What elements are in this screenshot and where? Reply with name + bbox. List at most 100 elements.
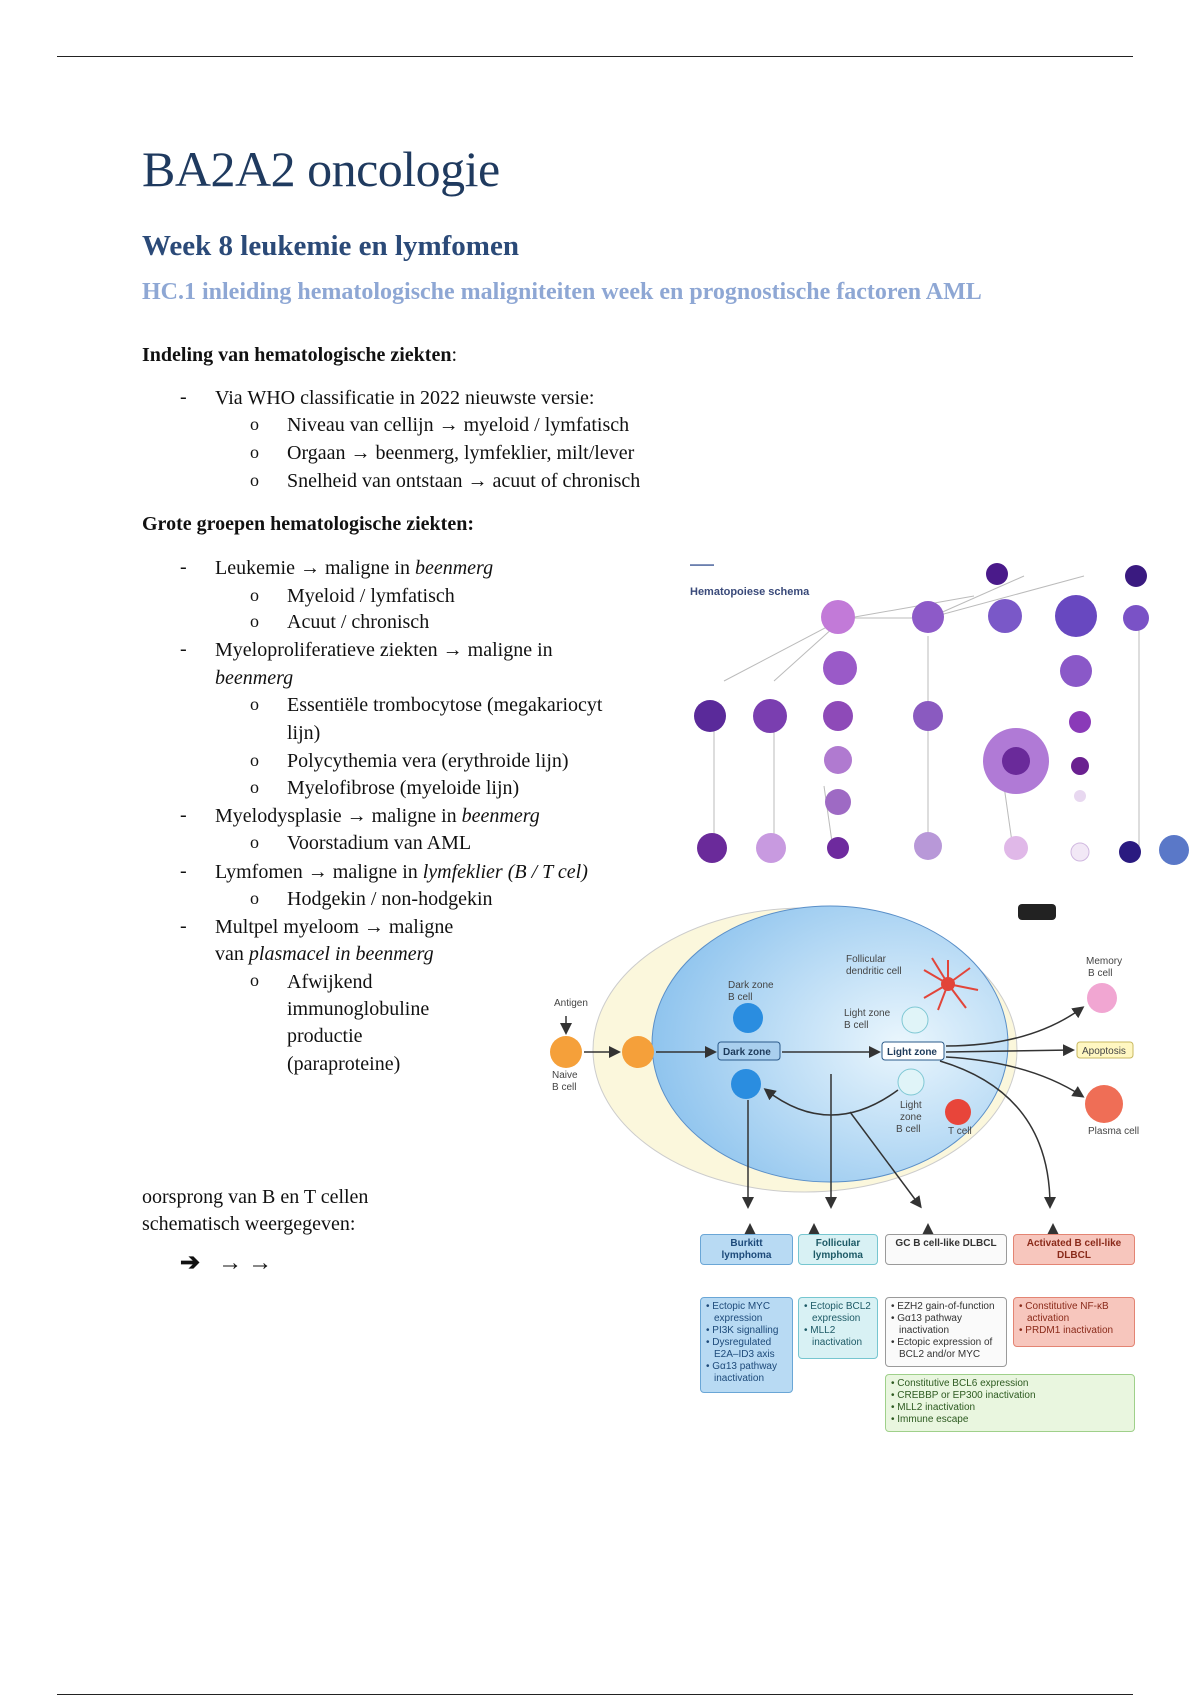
detail-item: Constitutive BCL6 expression [897,1378,1129,1390]
who-bullet: Via WHO classificatie in 2022 nieuwste v… [215,387,595,409]
sub-item: Acuut / chronisch [287,611,430,633]
circle-bullet: o [250,750,259,770]
gcb-dlbcl-details: EZH2 gain-of-function Gα13 pathway inact… [885,1297,1007,1367]
light-zone-b-label-2: B cell [844,1020,868,1031]
circle-bullet: o [250,585,259,605]
sub-item: Snelheid van ontstaan → acuut of chronis… [287,470,641,492]
light-zone-label-small: Light [900,1100,922,1111]
dash-bullet: - [180,556,187,578]
dark-zone-label: Dark zone [723,1047,771,1058]
t-cell [945,1099,971,1125]
detail-item: PI3K signalling [712,1325,787,1337]
detail-item: MLL2 inactivation [810,1325,872,1349]
follicular-dendritic-cell [923,957,979,1011]
dash-bullet: - [180,860,187,882]
circle-bullet: o [250,694,259,714]
light-zone-b-cell [901,1006,929,1034]
detail-item: Gα13 pathway inactivation [897,1313,1001,1337]
lecture-heading: HC.1 inleiding hematologische malignitei… [142,279,982,305]
sub-item: Afwijkend [287,971,373,993]
detail-item: Ectopic BCL2 expression [810,1301,872,1325]
circle-bullet: o [250,414,259,434]
activated-b-cell [622,1036,654,1068]
sub-item: Niveau van cellijn → myeloid / lymfatisc… [287,414,630,436]
detail-item: Ectopic MYC expression [712,1301,787,1325]
week-heading: Week 8 leukemie en lymfomen [142,230,519,262]
burkitt-details: Ectopic MYC expression PI3K signalling D… [700,1297,793,1393]
germinal-center-diagram: Antigen Naive B cell Dark zone B cell Fo… [550,904,1139,1246]
follicular-header: Follicular lymphoma [798,1234,878,1265]
fdc-label-2: dendritic cell [846,966,902,977]
section-groepen-title: Grote groepen hematologische ziekten: [142,513,474,535]
dash-bullet: - [180,386,187,408]
light-zone-label-small-3: B cell [896,1124,920,1135]
figure-title: Hematopoiese schema [690,586,810,598]
memory-label-2: B cell [1088,968,1112,979]
circle-bullet: o [250,888,259,908]
dark-zone-b-cell-2 [731,1069,761,1099]
antigen-label: Antigen [554,998,588,1009]
dark-zone-b-label-2: B cell [728,992,752,1003]
sub-item: Orgaan → beenmerg, lymfeklier, milt/leve… [287,442,635,464]
document-title: BA2A2 oncologie [142,141,500,197]
footer-rule [57,1694,1133,1695]
sub-item: Myelofibrose (myeloide lijn) [287,777,520,799]
hematopoiese-figure: ▬▬▬▬ Hematopoiese schema [684,556,1192,882]
myeloom-bullet-cont: van plasmacel in beenmerg [215,943,434,965]
detail-item: Constitutive NF-κB activation [1025,1301,1129,1325]
sub-item-cont: (paraproteine) [287,1053,401,1075]
detail-item: MLL2 inactivation [897,1402,1129,1414]
fdc-label: Follicular [846,954,887,965]
plasma-label: Plasma cell [1088,1126,1139,1137]
light-zone-label-small-2: zone [900,1112,922,1123]
dash-bullet: - [180,804,187,826]
figure-header-mark: ▬▬▬▬ [690,562,714,568]
t-cell-label: T cell [948,1126,972,1137]
sub-item: Essentiële trombocytose (megakariocyt [287,694,603,716]
plasma-cell [1085,1085,1123,1123]
detail-item: PRDM1 inactivation [1025,1325,1129,1337]
apoptosis-label: Apoptosis [1082,1046,1126,1057]
circle-bullet: o [250,442,259,462]
detail-item: Gα13 pathway inactivation [712,1361,787,1385]
light-zone-b-label: Light zone [844,1008,891,1019]
sub-item-cont: immunoglobuline [287,998,430,1020]
myeloprolif-bullet-cont: beenmerg [215,667,294,689]
leukemie-bullet: Leukemie → maligne in beenmerg [215,557,494,579]
myelodysplasie-bullet: Myelodysplasie → maligne in beenmerg [215,805,540,827]
shared-features: Constitutive BCL6 expression CREBBP or E… [885,1374,1135,1432]
memory-label: Memory [1086,956,1122,967]
gcb-dlbcl-header: GC B cell-like DLBCL [885,1234,1007,1265]
header-rule [57,56,1133,57]
detail-item: EZH2 gain-of-function [897,1301,1001,1313]
naive-b-cell [550,1036,582,1068]
lymfomen-bullet: Lymfomen → maligne in lymfeklier (B / T … [215,861,588,883]
circle-bullet: o [250,832,259,852]
burkitt-header: Burkitt lymphoma [700,1234,793,1265]
circle-bullet: o [250,611,259,631]
section-indeling-title: Indeling van hematologische ziekten: [142,344,458,366]
origin-line-1: oorsprong van B en T cellen [142,1186,369,1208]
sub-item-cont: lijn) [287,722,321,744]
detail-item: Ectopic expression of BCL2 and/or MYC [897,1337,1001,1361]
detail-item: Immune escape [897,1414,1129,1426]
circle-bullet: o [250,470,259,490]
arrow-icons: ➔ →→ [180,1250,279,1276]
abc-dlbcl-header: Activated B cell-like DLBCL [1013,1234,1135,1265]
sub-item: Hodgekin / non-hodgekin [287,888,493,910]
detail-item: CREBBP or EP300 inactivation [897,1390,1129,1402]
sub-item: Voorstadium van AML [287,832,472,854]
sub-item-cont: productie [287,1025,363,1047]
circle-bullet: o [250,970,259,990]
dark-zone-b-label: Dark zone [728,980,774,991]
detail-item: Dysregulated E2A–ID3 axis [712,1337,787,1361]
germinal-center-zone [651,905,1009,1183]
sub-item: Myeloid / lymfatisch [287,585,455,607]
sub-item: Polycythemia vera (erythroide lijn) [287,750,569,772]
dash-bullet: - [180,915,187,937]
dash-bullet: - [180,638,187,660]
light-zone-label: Light zone [887,1047,937,1058]
naive-label-2: B cell [552,1082,576,1093]
naive-label: Naive [552,1070,578,1081]
circle-bullet: o [250,777,259,797]
